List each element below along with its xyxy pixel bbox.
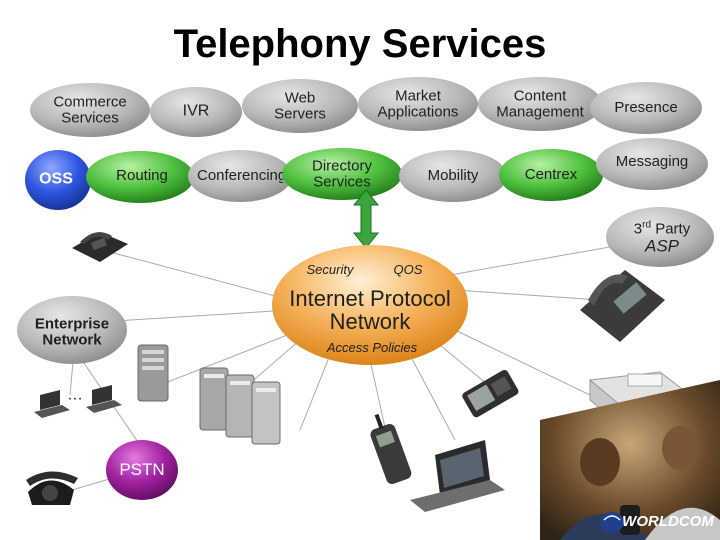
laptop-icon: [410, 440, 505, 512]
ip-network-bubble: [272, 245, 468, 365]
phone-icon: [72, 232, 128, 262]
worldcom-logo: [600, 512, 624, 532]
web-servers-label: Web Servers: [274, 89, 326, 122]
messaging-bubble: [596, 138, 708, 190]
pstn-bubble: [106, 440, 178, 500]
directory-services-bubble: [282, 148, 402, 200]
worldcom-brand: WORLDCOM: [622, 513, 714, 531]
messaging-label: Messaging: [615, 153, 689, 171]
handheld-device-icon: [462, 369, 519, 418]
oss-bubble: [25, 150, 91, 210]
rotary-phone-icon: [26, 471, 78, 505]
server-icon: [137, 344, 169, 402]
content-management-label: Content Management: [496, 87, 584, 120]
ip-phone-icon: [580, 270, 665, 342]
mobility-bubble: [399, 150, 507, 202]
web-servers-bubble: [242, 79, 358, 133]
people-photo: [540, 380, 720, 540]
server-cluster-icon: [199, 367, 281, 445]
qos-label: QOS: [393, 262, 423, 278]
market-applications-bubble: [358, 77, 478, 131]
centrex-bubble: [499, 149, 603, 201]
mobility-label: Mobility: [427, 167, 479, 185]
security-label: Security: [306, 262, 354, 278]
ip-network-label: Internet Protocol Network: [289, 285, 451, 334]
ivr-label: IVR: [182, 102, 210, 120]
content-management-bubble: [478, 77, 602, 131]
ellipsis-label: …: [67, 386, 83, 404]
laptop-icon: [34, 385, 122, 418]
third-party-asp-bubble: [606, 207, 714, 267]
conferencing-bubble: [188, 150, 292, 202]
oss-label: OSS: [39, 170, 73, 188]
access-policies-label: Access Policies: [326, 340, 418, 356]
presence-label: Presence: [614, 99, 678, 117]
cell-phone-icon: [370, 413, 412, 485]
commerce-services-bubble: [30, 83, 150, 137]
commerce-services-label: Commerce Services: [53, 93, 127, 126]
third-party-asp-label: 3rd Party ASP: [633, 219, 691, 256]
market-applications-label: Market Applications: [377, 87, 459, 120]
routing-bubble: [86, 151, 194, 203]
enterprise-network-bubble: [17, 296, 127, 364]
page-title: Telephony Services: [173, 22, 547, 66]
centrex-label: Centrex: [524, 166, 578, 184]
directory-services-label: Directory Services: [311, 157, 372, 190]
ivr-bubble: [150, 87, 242, 137]
presence-bubble: [590, 82, 702, 134]
routing-label: Routing: [116, 167, 168, 185]
pstn-label: PSTN: [119, 460, 165, 480]
conferencing-label: Conferencing: [197, 168, 283, 184]
enterprise-network-label: Enterprise Network: [34, 315, 110, 348]
